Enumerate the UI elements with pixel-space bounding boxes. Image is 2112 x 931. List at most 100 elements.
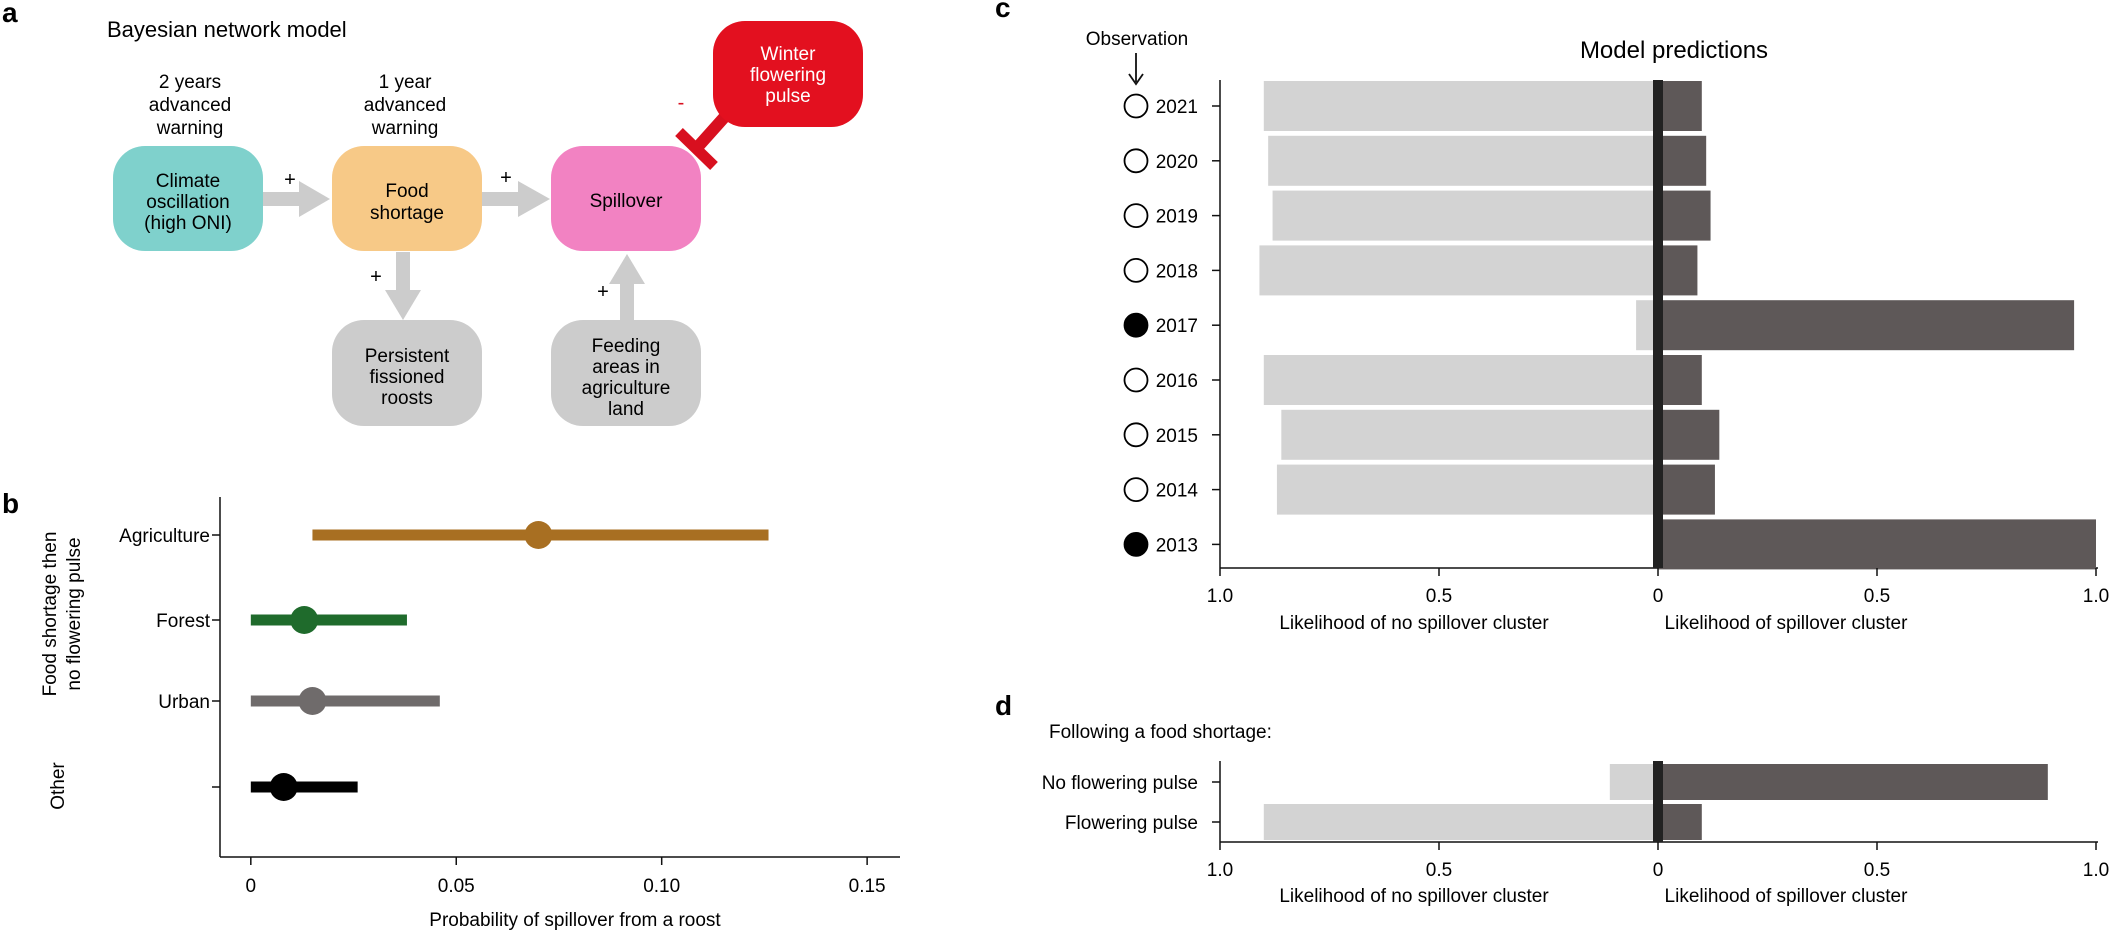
b-xtick-label: 0.15 <box>849 876 886 897</box>
c-bar-no-spillover <box>1272 190 1658 241</box>
c-bar-no-spillover <box>1263 81 1658 131</box>
c-bar-spillover <box>1658 464 1715 515</box>
sign-plus-1: + <box>284 169 296 191</box>
node-spill-line1: Spillover <box>590 191 664 212</box>
d-ytick-label: Flowering pulse <box>1065 813 1198 834</box>
panel-label-b: b <box>2 488 19 519</box>
b-estimate-point <box>269 773 298 801</box>
c-ytick-label: 2018 <box>1156 261 1198 282</box>
d-xtick-label: 1.0 <box>2083 860 2109 881</box>
b-ytick-label: Urban <box>158 692 210 713</box>
c-bar-no-spillover <box>1263 355 1658 405</box>
b-ytick-label: Forest <box>156 611 211 632</box>
observed-spillover-marker <box>1123 532 1149 557</box>
c-ytick-label: 2019 <box>1156 207 1198 228</box>
node-climate: Climate oscillation (high ONI) <box>113 146 263 251</box>
observed-no-spillover-marker <box>1123 422 1149 448</box>
panel-label-a: a <box>2 0 18 28</box>
arrow-feeding-spill-shaft <box>620 282 634 322</box>
node-winter-line2: flowering <box>750 65 826 86</box>
c-bar-no-spillover <box>1636 300 1658 351</box>
d-zero-line <box>1653 761 1663 842</box>
sign-plus-3: + <box>370 266 382 288</box>
node-feeding-line3: agriculture <box>582 378 671 399</box>
panel-d-bars <box>1263 761 2048 842</box>
observation-label: Observation <box>1086 29 1188 50</box>
observed-no-spillover-marker <box>1123 477 1149 503</box>
panel-c: c Model predictions Observation 20212020… <box>995 0 2109 634</box>
d-bar-no-spillover <box>1263 804 1658 840</box>
panel-c-bars <box>1259 80 2096 570</box>
warning-1yr-line1: 1 year <box>379 72 432 93</box>
node-feeding-line1: Feeding <box>592 336 661 357</box>
node-climate-line1: Climate <box>156 171 220 192</box>
observed-no-spillover-marker <box>1123 257 1149 283</box>
warning-1yr-line3: warning <box>371 118 439 139</box>
observed-no-spillover-marker <box>1123 203 1149 229</box>
c-ytick-label: 2015 <box>1156 426 1198 447</box>
panel-c-xlabel-left: Likelihood of no spillover cluster <box>1279 613 1549 634</box>
node-roosts: Persistent fissioned roosts <box>332 320 482 426</box>
node-food-line2: shortage <box>370 203 444 224</box>
d-bar-spillover <box>1658 764 2048 800</box>
node-climate-box <box>113 146 263 251</box>
node-winter-box <box>713 21 863 127</box>
node-winter-line1: Winter <box>761 44 817 65</box>
panel-d-xlabel-right: Likelihood of spillover cluster <box>1665 886 1909 907</box>
panel-b-ylabel-group2: Other <box>48 762 69 810</box>
observed-no-spillover-marker <box>1123 93 1149 119</box>
node-feeding-box <box>551 320 701 426</box>
observed-spillover-marker <box>1123 312 1149 338</box>
d-bar-no-spillover <box>1609 764 1658 800</box>
c-bar-spillover <box>1658 300 2075 351</box>
c-xtick-label: 1.0 <box>2083 586 2109 607</box>
observed-no-spillover-marker <box>1123 148 1149 174</box>
panel-d-title: Following a food shortage: <box>1049 722 1272 743</box>
arrow-food-roosts-shaft <box>396 252 410 292</box>
d-xtick-label: 0.5 <box>1426 860 1452 881</box>
panel-d-xlabel-left: Likelihood of no spillover cluster <box>1279 886 1549 907</box>
observation-arrowhead-icon <box>1128 73 1144 86</box>
c-xtick-label: 0.5 <box>1426 586 1452 607</box>
c-ytick-label: 2017 <box>1156 316 1198 337</box>
d-bar-spillover <box>1658 804 1702 840</box>
warning-2yr-line2: advanced <box>149 95 231 116</box>
node-food: Food shortage <box>332 146 482 251</box>
c-ytick-label: 2014 <box>1156 481 1199 502</box>
c-bar-no-spillover <box>1268 135 1658 186</box>
node-roosts-box <box>332 320 482 426</box>
node-feeding-line2: areas in <box>592 357 660 378</box>
arrow-feeding-spill-head <box>609 254 645 284</box>
node-feeding: Feeding areas in agriculture land <box>551 320 701 426</box>
arrow-food-spill-head <box>518 181 550 217</box>
node-roosts-line2: fissioned <box>370 367 445 388</box>
b-xtick-label: 0.10 <box>643 876 680 897</box>
node-feeding-line4: land <box>608 399 644 420</box>
panel-label-c: c <box>995 0 1011 23</box>
b-estimate-point <box>524 521 553 549</box>
panel-d: d Following a food shortage: No flowerin… <box>995 690 2109 907</box>
c-bar-spillover <box>1658 519 2096 570</box>
d-xtick-label: 1.0 <box>1207 860 1233 881</box>
c-ytick-label: 2016 <box>1156 371 1198 392</box>
sign-minus: - <box>678 92 685 114</box>
observed-no-spillover-marker <box>1123 367 1149 393</box>
c-bar-spillover <box>1658 245 1698 296</box>
node-food-line1: Food <box>385 181 428 202</box>
warning-2yr-line3: warning <box>156 118 224 139</box>
panel-b-xlabel: Probability of spillover from a roost <box>429 910 721 931</box>
arrow-food-spill-shaft <box>482 192 520 206</box>
c-bar-spillover <box>1658 190 1711 241</box>
panel-b-ylabel-group1-line1: Food shortage then <box>40 532 61 697</box>
warning-2yr-line1: 2 years <box>159 72 221 93</box>
c-xtick-label: 1.0 <box>1207 586 1233 607</box>
c-xtick-label: 0.5 <box>1864 586 1890 607</box>
arrow-climate-food-shaft <box>263 192 301 206</box>
c-bar-no-spillover <box>1259 245 1658 296</box>
c-bar-no-spillover <box>1281 409 1658 460</box>
panel-a: a Bayesian network model 2 years advance… <box>2 0 863 426</box>
c-ytick-label: 2020 <box>1156 152 1198 173</box>
